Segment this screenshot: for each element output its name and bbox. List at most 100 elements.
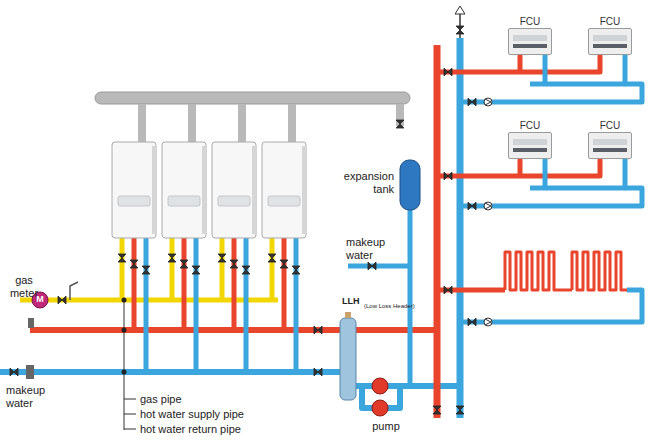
gas-pipe	[220, 236, 225, 300]
fcu-outlet	[593, 148, 627, 152]
valve-symbol	[192, 266, 200, 274]
flue-pipe	[188, 104, 196, 144]
fcu-graphic	[509, 29, 551, 54]
floor-coil	[505, 252, 560, 290]
valve-symbol	[130, 260, 138, 268]
leader-line	[124, 414, 136, 415]
pump-symbol	[372, 378, 388, 394]
valve-symbol	[368, 262, 376, 270]
leader-dot	[122, 370, 127, 375]
air-vent	[455, 6, 465, 14]
fcu-outlet	[513, 148, 547, 152]
leader-line	[124, 429, 136, 430]
valve-symbol	[456, 406, 464, 414]
return-branch	[543, 159, 548, 188]
supply-branch	[518, 55, 523, 72]
valve-symbol	[218, 254, 226, 262]
supply-pipe	[282, 236, 287, 330]
expansion-tank	[400, 160, 420, 210]
valve-symbol	[444, 172, 452, 180]
fcu-graphic	[509, 133, 551, 158]
supply-branch	[437, 55, 600, 72]
valve-symbol	[433, 406, 441, 414]
valve-symbol	[444, 68, 452, 76]
fcu-graphic	[589, 29, 631, 54]
leader-line	[124, 300, 125, 430]
return-pipe	[194, 236, 199, 372]
supply-pipe	[182, 236, 187, 330]
boiler-panel	[268, 196, 300, 206]
gas-pipe	[120, 236, 125, 300]
check-valve	[485, 319, 491, 325]
supply-main	[356, 327, 437, 333]
return-pipe	[244, 236, 249, 372]
fan-coil-unit: FCU	[588, 28, 632, 55]
valve-symbol	[142, 266, 150, 274]
check-valve	[484, 98, 492, 106]
supply-riser	[434, 45, 441, 418]
fcu-grille	[593, 139, 627, 145]
supply-pipe	[232, 236, 237, 330]
check-valve	[484, 202, 492, 210]
fcu-grille	[513, 35, 547, 41]
return-branch	[530, 55, 625, 84]
strainer	[26, 365, 34, 379]
valve-symbol	[168, 254, 176, 262]
return-branch	[530, 159, 625, 188]
valve-symbol	[456, 26, 464, 34]
valve-symbol	[10, 368, 18, 376]
valve-symbol	[468, 318, 476, 326]
fan-coil-unit: FCU	[508, 132, 552, 159]
valve-symbol	[118, 254, 126, 262]
valve-symbol	[314, 326, 322, 334]
equipment-note: (Low Loss Header)	[364, 303, 444, 310]
leader-line	[124, 399, 136, 400]
boiler-side	[152, 146, 156, 234]
boiler-panel	[218, 196, 250, 206]
valve-symbol	[444, 286, 452, 294]
fcu-grille	[593, 35, 627, 41]
return-riser	[457, 38, 464, 418]
check-valve	[485, 99, 491, 105]
unit-label: FCU	[600, 16, 621, 29]
equipment-label: makeup water	[346, 236, 400, 262]
expansion-pipe	[408, 208, 413, 386]
boiler-unit	[212, 142, 256, 238]
equipment-label: pump	[366, 420, 406, 433]
supply-branch	[518, 159, 523, 176]
supply-branch	[437, 159, 600, 176]
valve-symbol	[58, 296, 66, 304]
return-pipe	[294, 236, 299, 372]
leader-dot	[122, 298, 127, 303]
flue-pipe	[238, 104, 246, 144]
boiler-unit	[262, 142, 306, 238]
makeup-pipe	[348, 264, 410, 269]
pump-symbol	[372, 400, 388, 416]
flue-header	[95, 92, 410, 104]
pipe-legend-text: hot water supply pipe	[140, 408, 290, 421]
valve-symbol	[468, 202, 476, 210]
gas-cock	[70, 282, 78, 300]
gas-pipe	[170, 236, 175, 300]
gas-pipe	[270, 236, 275, 300]
valve-symbol	[280, 260, 288, 268]
supply-pipe	[132, 236, 137, 330]
flue-pipe	[288, 104, 296, 144]
pipe-legend-text: hot water return pipe	[140, 423, 290, 436]
boiler-side	[302, 146, 306, 234]
fcu-outlet	[513, 44, 547, 48]
unit-label: FCU	[600, 120, 621, 133]
gauge	[28, 318, 34, 328]
unit-label: FCU	[520, 16, 541, 29]
valve-symbol	[230, 260, 238, 268]
boiler-panel	[168, 196, 200, 206]
valve-symbol	[292, 266, 300, 274]
valve-symbol	[180, 260, 188, 268]
boiler-unit	[112, 142, 156, 238]
return-branch	[543, 55, 548, 84]
return-header	[0, 369, 340, 375]
fcu-grille	[513, 139, 547, 145]
return-pipe	[144, 236, 149, 372]
